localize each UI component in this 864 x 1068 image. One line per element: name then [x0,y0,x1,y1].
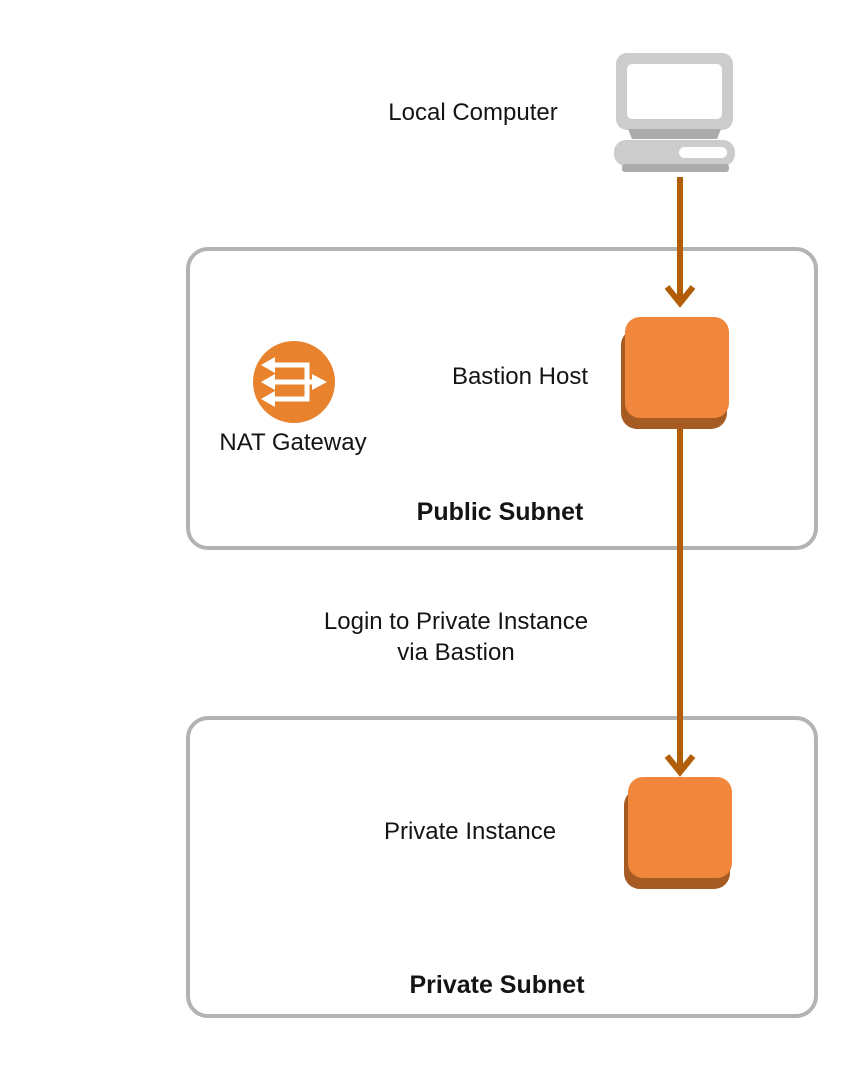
bastion-host-node [621,317,731,431]
edge-label-line2: via Bastion [397,639,515,666]
private-instance-label: Private Instance [383,818,557,845]
nat-gateway-icon [253,341,335,423]
public-subnet-label: Public Subnet [416,498,584,526]
edge-label: Login to Private Instance via Bastion [286,606,626,668]
local-computer-label: Local Computer [388,99,558,126]
private-subnet-box [186,716,818,1018]
instance-icon [628,777,732,878]
nat-gateway-label: NAT Gateway [219,429,367,456]
bastion-host-label: Bastion Host [451,363,589,390]
computer-icon [614,53,735,172]
instance-icon [625,317,729,418]
private-instance-node [624,777,734,891]
edge-label-line1: Login to Private Instance [323,608,589,635]
private-subnet-label: Private Subnet [409,971,585,999]
public-subnet-box [186,247,818,550]
